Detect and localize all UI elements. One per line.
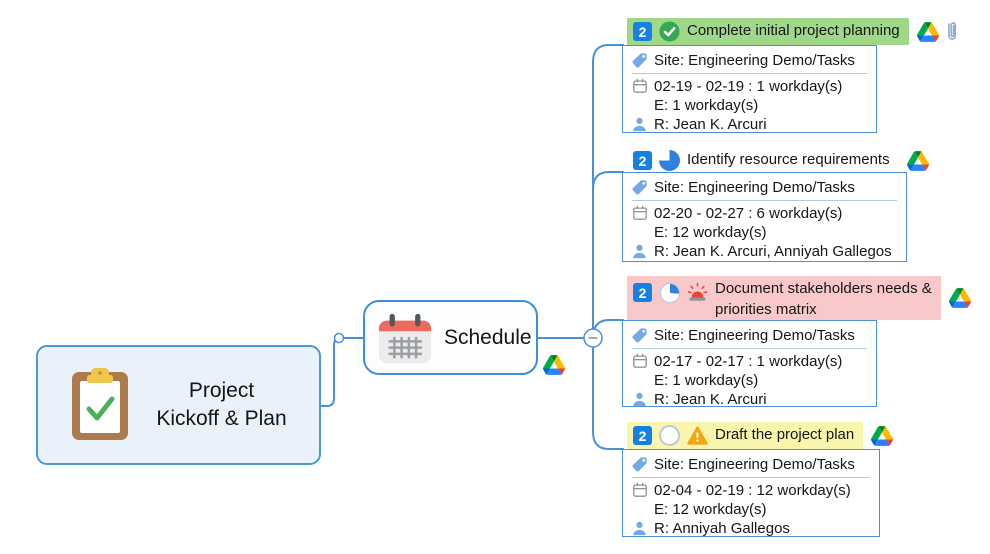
calendar-outline-icon (631, 205, 648, 221)
tag-icon (631, 327, 648, 344)
connection-point-dot (333, 332, 345, 344)
effort-label: E: 12 workday(s) (654, 501, 767, 518)
task-node-title-row[interactable]: 2 Identify resource requirements (627, 147, 929, 174)
person-icon (631, 391, 648, 408)
priority-2-badge[interactable]: 2 (633, 426, 652, 445)
topic-schedule[interactable]: Schedule (363, 300, 538, 375)
dates-label: 02-04 - 02-19 : 12 workday(s) (654, 481, 851, 499)
progress-100-done-icon[interactable] (659, 21, 680, 42)
calendar-outline-icon (631, 78, 648, 94)
google-drive-icon[interactable] (543, 355, 565, 375)
effort-label: E: 1 workday(s) (654, 372, 759, 389)
site-label: Site: Engineering Demo/Tasks (654, 51, 855, 69)
task-node-title-row[interactable]: 2 Draft the project plan (627, 422, 894, 449)
task-title: Document stakeholders needs & priorities… (715, 280, 932, 318)
effort-label: E: 12 workday(s) (654, 224, 767, 241)
google-drive-icon[interactable] (916, 21, 939, 42)
task-details-box[interactable]: Site: Engineering Demo/Tasks 02-04 - 02-… (622, 449, 880, 537)
tag-icon (631, 456, 648, 473)
collapse-minus-button[interactable] (583, 328, 603, 348)
task-highlight-bar: 2 Document stakeholders needs & prioriti… (627, 276, 941, 320)
task-node-title-row[interactable]: 2 Document stakeholders needs & prioriti… (627, 276, 971, 320)
task-details-box[interactable]: Site: Engineering Demo/Tasks 02-17 - 02-… (622, 320, 877, 408)
tag-icon (631, 179, 648, 196)
calendar-emoji (376, 310, 434, 366)
warning-icon[interactable] (687, 425, 708, 446)
divider (632, 200, 897, 201)
progress-25-icon[interactable] (659, 282, 680, 303)
effort-label: E: 1 workday(s) (654, 97, 759, 114)
schedule-topic-title: Schedule (444, 325, 532, 349)
priority-2-badge[interactable]: 2 (633, 151, 652, 170)
person-icon (631, 520, 648, 537)
person-icon (631, 116, 648, 133)
tag-icon (631, 52, 648, 69)
site-label: Site: Engineering Demo/Tasks (654, 178, 855, 196)
task-title: Identify resource requirements (687, 151, 890, 169)
calendar-outline-icon (631, 353, 648, 369)
resources-label: R: Jean K. Arcuri, Anniyah Gallegos (654, 243, 892, 260)
root-topic-project-kickoff[interactable]: Project Kickoff & Plan (36, 345, 321, 465)
task-details-box[interactable]: Site: Engineering Demo/Tasks 02-20 - 02-… (622, 172, 907, 262)
calendar-outline-icon (631, 482, 648, 498)
progress-75-icon[interactable] (659, 150, 680, 171)
paperclip-icon[interactable] (945, 19, 959, 45)
person-icon (631, 243, 648, 260)
resources-label: R: Anniyah Gallegos (654, 520, 790, 537)
task-highlight-bar: 2 Identify resource requirements (627, 147, 899, 174)
google-drive-icon[interactable] (906, 150, 929, 171)
task-node-title-row[interactable]: 2 Complete initial project planning (627, 18, 959, 45)
alarm-light-icon[interactable] (687, 282, 708, 303)
priority-2-badge[interactable]: 2 (633, 22, 652, 41)
task-details-box[interactable]: Site: Engineering Demo/Tasks 02-19 - 02-… (622, 45, 877, 133)
dates-label: 02-17 - 02-17 : 1 workday(s) (654, 352, 843, 370)
resources-label: R: Jean K. Arcuri (654, 391, 767, 408)
task-highlight-bar: 2 Complete initial project planning (627, 18, 909, 45)
task-title: Complete initial project planning (687, 22, 900, 40)
divider (632, 477, 870, 478)
clipboard-emoji (68, 366, 132, 444)
resources-label: R: Jean K. Arcuri (654, 116, 767, 133)
site-label: Site: Engineering Demo/Tasks (654, 455, 855, 473)
divider (632, 348, 867, 349)
google-drive-icon[interactable] (871, 425, 894, 446)
root-topic-title: Project Kickoff & Plan (156, 379, 287, 430)
priority-2-badge[interactable]: 2 (633, 283, 652, 302)
task-title: Draft the project plan (715, 426, 855, 444)
google-drive-icon[interactable] (948, 288, 971, 308)
progress-0-icon[interactable] (659, 425, 680, 446)
site-label: Site: Engineering Demo/Tasks (654, 326, 855, 344)
dates-label: 02-19 - 02-19 : 1 workday(s) (654, 77, 843, 95)
task-highlight-bar: 2 Draft the project plan (627, 422, 864, 449)
dates-label: 02-20 - 02-27 : 6 workday(s) (654, 204, 843, 222)
divider (632, 73, 867, 74)
